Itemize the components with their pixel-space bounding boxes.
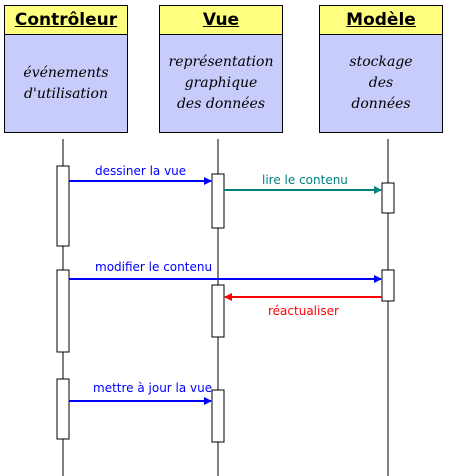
description-line: des données (176, 96, 266, 112)
description-line: données (351, 96, 411, 112)
participant-modele: Modèle stockage des données (319, 5, 448, 138)
activation-bar (381, 182, 395, 214)
activation-bar (211, 173, 225, 229)
activation-bar (56, 165, 70, 247)
message-label: réactualiser (268, 304, 339, 318)
activation-bar (381, 269, 395, 302)
message-label: lire le contenu (262, 173, 348, 187)
participant-vue: Vue représentation graphique des données (159, 5, 288, 138)
message-label: modifier le contenu (95, 260, 212, 274)
participant-controleur: Contrôleur événements d'utilisation (4, 5, 133, 138)
participant-header: Vue (159, 5, 283, 35)
activation-bar (56, 378, 70, 440)
participant-title: Contrôleur (14, 10, 118, 30)
activation-bar (211, 389, 225, 443)
participant-description: représentation graphique des données (159, 35, 283, 133)
description-line: stockage (349, 54, 413, 70)
participant-description: événements d'utilisation (4, 35, 128, 133)
participant-title: Modèle (346, 10, 416, 30)
participant-description: stockage des données (319, 35, 443, 133)
description-line: d'utilisation (24, 85, 108, 102)
participant-title: Vue (202, 10, 240, 30)
activation-bar (56, 269, 70, 353)
description-line: des (368, 75, 394, 91)
message-label: mettre à jour la vue (93, 381, 212, 395)
activation-bar (211, 284, 225, 338)
description-line: graphique (184, 75, 258, 91)
participant-header: Contrôleur (4, 5, 128, 35)
description-line: événements (23, 64, 109, 81)
description-line: représentation (168, 54, 274, 70)
message-label: dessiner la vue (95, 164, 186, 178)
participant-header: Modèle (319, 5, 443, 35)
